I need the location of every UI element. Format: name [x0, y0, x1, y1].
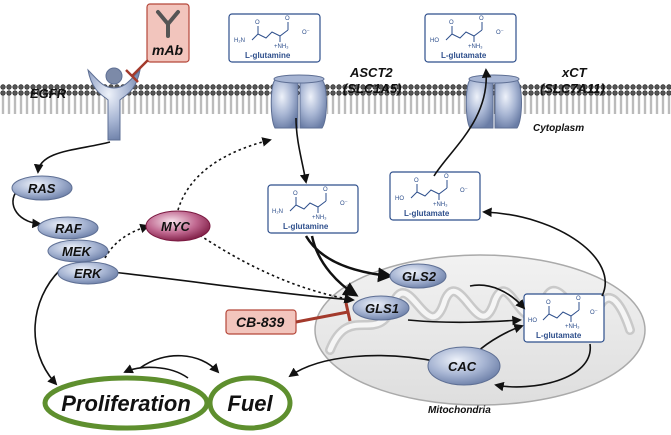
svg-text:+NH₃: +NH₃: [274, 44, 289, 50]
svg-text:O⁻: O⁻: [340, 201, 348, 207]
arrow-asct2-import: [295, 117, 310, 184]
svg-text:H₂N: H₂N: [234, 38, 245, 44]
svg-text:L-glutamate: L-glutamate: [404, 209, 450, 218]
mek-node: MEK: [47, 239, 109, 263]
svg-text:Fuel: Fuel: [227, 391, 273, 416]
svg-text:O: O: [576, 296, 581, 302]
cb839-inhibitor: CB-839: [225, 302, 352, 335]
svg-text:CAC: CAC: [448, 359, 477, 374]
arrow-glutamine-gls1: [310, 235, 359, 297]
arrow-proliferation-fuel: [139, 354, 220, 374]
svg-text:O: O: [546, 300, 551, 306]
svg-text:+NH₃: +NH₃: [312, 215, 327, 221]
egfr-label: EGFR: [30, 86, 67, 101]
mab-inhibitor: [146, 3, 190, 63]
svg-text:O: O: [449, 20, 454, 26]
molecule-glutamate-mitochondrial: O O HO O⁻ +NH₃ L-glutamate: [523, 293, 605, 343]
svg-text:+NH₃: +NH₃: [433, 202, 448, 208]
svg-text:+NH₃: +NH₃: [565, 324, 580, 330]
svg-text:O: O: [479, 16, 484, 22]
gls1-node: GLS1: [352, 295, 410, 321]
svg-text:O⁻: O⁻: [302, 30, 310, 36]
fuel-outcome: Fuel: [207, 375, 293, 431]
arrow-cac-fuel: [288, 354, 441, 378]
cytoplasm-label: Cytoplasm: [533, 123, 584, 134]
asct2-transporter: [270, 74, 327, 129]
svg-text:O: O: [293, 191, 298, 197]
molecule-glutamine-cytoplasm: O O H₂N O⁻ +NH₃ L-glutamine: [267, 184, 359, 234]
mitochondria-label: Mitochondria: [428, 405, 491, 416]
myc-regulation-arrows: [104, 137, 354, 304]
svg-text:O: O: [285, 16, 290, 22]
svg-text:HO: HO: [528, 318, 537, 324]
svg-text:L-glutamate: L-glutamate: [441, 51, 487, 60]
cb839-label: CB-839: [236, 314, 284, 330]
svg-text:MYC: MYC: [161, 219, 191, 234]
svg-text:O⁻: O⁻: [496, 30, 504, 36]
mab-inhibition-line: [125, 59, 149, 83]
svg-text:HO: HO: [395, 196, 404, 202]
arrow-erk-gls1: [111, 271, 355, 305]
antibody-icon: [156, 10, 180, 38]
svg-text:O⁻: O⁻: [590, 310, 598, 316]
molecule-glutamate-cytoplasm: O O HO O⁻ +NH₃ L-glutamate: [389, 171, 481, 221]
svg-text:ERK: ERK: [74, 266, 103, 281]
arrow-erk-proliferation: [34, 269, 61, 386]
proliferation-outcome: Proliferation: [42, 375, 210, 431]
svg-text:H₂N: H₂N: [272, 209, 283, 215]
arrow-gls1-glutamate: [407, 315, 522, 326]
arrow-glutamine-gls2: [304, 235, 393, 283]
asct2-gene-label: (SLC1A5): [343, 81, 402, 96]
svg-text:O: O: [414, 178, 419, 184]
xct-label: xCT: [561, 65, 588, 80]
svg-text:GLS2: GLS2: [402, 269, 437, 284]
arrow-gls2-glutamate: [469, 284, 526, 310]
arrow-glutamate-export: [482, 207, 606, 297]
mab-label: mAb: [152, 42, 184, 58]
svg-text:+NH₃: +NH₃: [468, 44, 483, 50]
arrow-erk-myc: [104, 223, 150, 259]
arrow-myc-gls1: [185, 225, 354, 304]
svg-text:GLS1: GLS1: [365, 301, 399, 316]
cac-node: CAC: [427, 346, 501, 386]
ras-node: RAS: [11, 175, 73, 201]
xct-transporter: [465, 74, 522, 129]
svg-text:O: O: [444, 174, 449, 180]
arrow-fuel-proliferation: [123, 364, 189, 379]
svg-text:L-glutamate: L-glutamate: [536, 331, 582, 340]
svg-text:L-glutamine: L-glutamine: [283, 222, 329, 231]
svg-text:MEK: MEK: [62, 244, 93, 259]
myc-node: MYC: [145, 210, 211, 242]
arrow-myc-asct2: [177, 137, 272, 211]
svg-text:O⁻: O⁻: [460, 188, 468, 194]
pathway-arrows: [12, 68, 606, 392]
erk-node: ERK: [57, 261, 119, 285]
arrow-xct-export: [433, 68, 492, 177]
gls2-node: GLS2: [389, 263, 447, 289]
svg-text:HO: HO: [430, 38, 439, 44]
xct-gene-label: (SLC7A11): [540, 81, 605, 96]
svg-text:RAF: RAF: [55, 221, 83, 236]
svg-text:RAS: RAS: [28, 181, 56, 196]
asct2-label: ASCT2: [349, 65, 393, 80]
svg-text:O: O: [255, 20, 260, 26]
svg-text:Proliferation: Proliferation: [61, 391, 191, 416]
molecule-glutamine-extracellular: O O H₂N O⁻ +NH₃ L-glutamine: [228, 13, 321, 63]
svg-text:L-glutamine: L-glutamine: [245, 51, 291, 60]
raf-node: RAF: [37, 216, 99, 240]
arrow-egfr-ras: [33, 141, 111, 174]
arrow-glutamate-cac: [494, 343, 591, 392]
molecule-glutamate-extracellular: O O HO O⁻ +NH₃ L-glutamate: [424, 13, 517, 63]
egfr-receptor: [87, 67, 141, 141]
svg-text:O: O: [323, 187, 328, 193]
